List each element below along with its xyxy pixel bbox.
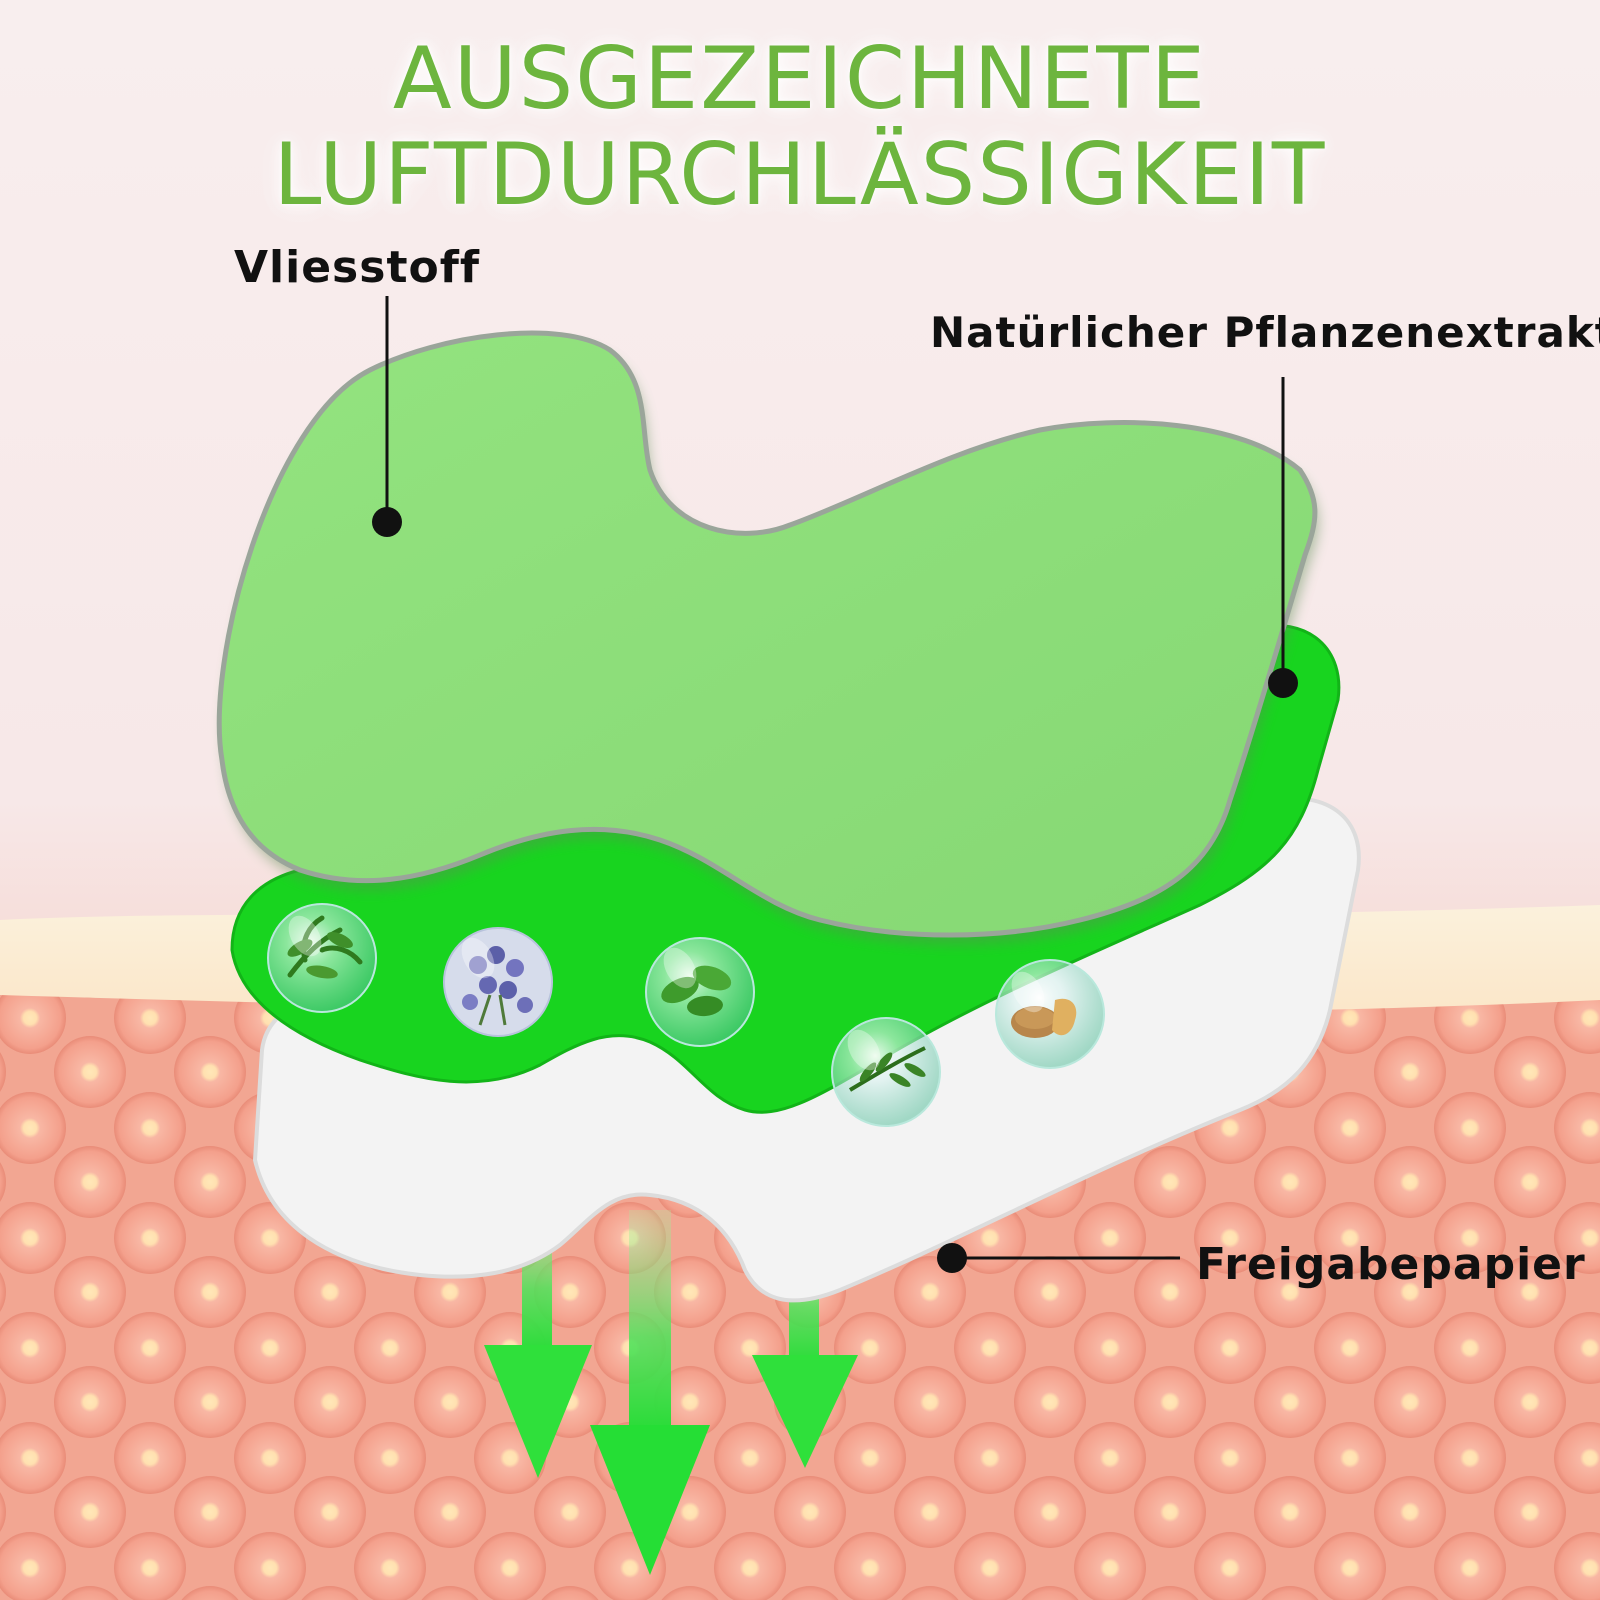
nonwoven-fabric-layer (216, 330, 1318, 938)
label-nonwoven-fabric: Vliesstoff (234, 242, 480, 293)
callout-vliesstoff (372, 296, 402, 537)
arrow-icon (590, 1210, 710, 1575)
mint-icon (645, 937, 755, 1047)
headline-line-1: AUSGEZEICHNETE (392, 29, 1208, 129)
headline-line-2: LUFTDURCHLÄSSIGKEIT (273, 125, 1327, 225)
leaf-herb-icon (267, 903, 377, 1013)
lavender-icon (443, 927, 553, 1037)
label-release-paper: Freigabepapier (1196, 1239, 1586, 1290)
rosemary-icon (831, 1017, 941, 1127)
ginger-icon (995, 959, 1105, 1069)
callout-freigabepapier (937, 1243, 1180, 1273)
label-plant-extract: Natürlicher Pflanzenextrakt (930, 308, 1600, 357)
callout-pflanzenextrakt (1268, 377, 1298, 698)
